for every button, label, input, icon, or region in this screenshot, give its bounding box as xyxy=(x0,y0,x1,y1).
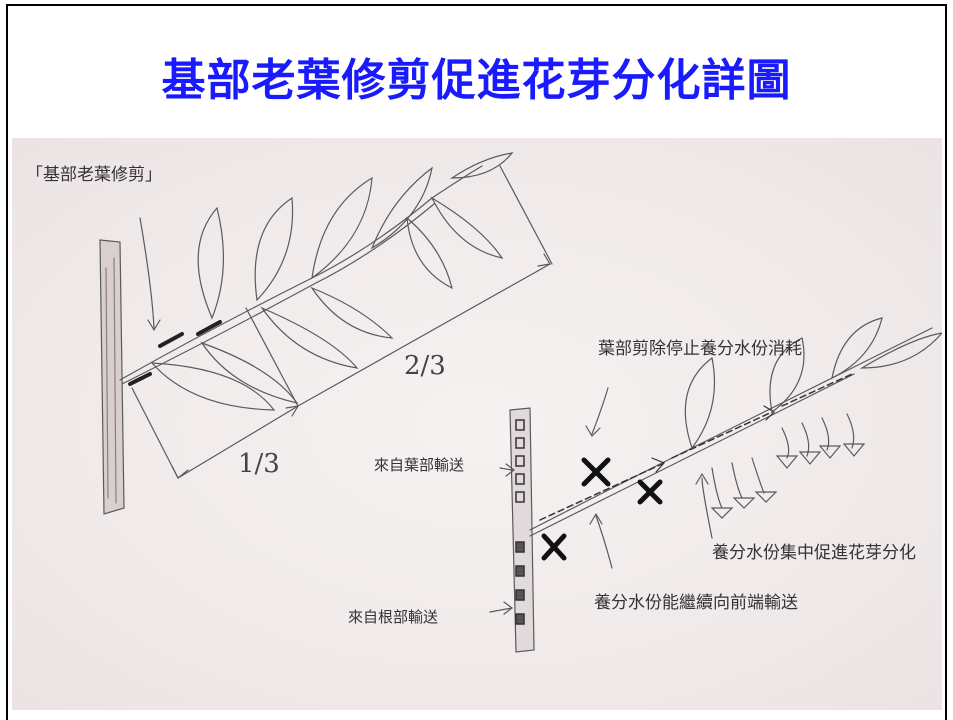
concentrate-arrow xyxy=(701,477,713,539)
flower-cluster xyxy=(710,413,866,519)
frame-right xyxy=(945,4,947,720)
label-one-third: 1/3 xyxy=(238,449,280,479)
leaf-prune-arrow xyxy=(591,387,609,435)
label-from-roots: 來自根部輸送 xyxy=(348,608,438,626)
left-trunk xyxy=(99,239,125,515)
basal-pruning-arrow xyxy=(139,217,155,329)
left-branch xyxy=(119,152,514,411)
pruning-sketch: 2/3 1/3 「基部老葉修剪」 xyxy=(12,138,942,710)
paper-background xyxy=(12,138,942,710)
label-basal-pruning: 「基部老葉修剪」 xyxy=(26,165,162,185)
frame-left xyxy=(6,4,8,720)
transport-arrow xyxy=(595,515,613,569)
label-transport-front: 養分水份能繼續向前端輸送 xyxy=(594,593,798,613)
slide-title: 基部老葉修剪促進花芽分化詳圖 xyxy=(161,55,792,106)
label-two-thirds: 2/3 xyxy=(404,351,446,381)
label-concentrate: 養分水份集中促進花芽分化 xyxy=(712,543,916,563)
left-pruning-marks xyxy=(128,320,222,386)
from-leaves-arrow xyxy=(499,467,513,471)
dimension-lines xyxy=(131,165,553,479)
from-roots-arrow xyxy=(489,607,513,613)
right-stem xyxy=(489,317,942,653)
right-pruning-marks xyxy=(541,457,663,561)
label-from-leaves: 來自葉部輸送 xyxy=(374,456,464,474)
label-leaf-pruning: 葉部剪除停止養分水份消耗 xyxy=(598,339,802,359)
frame-top xyxy=(6,4,947,6)
